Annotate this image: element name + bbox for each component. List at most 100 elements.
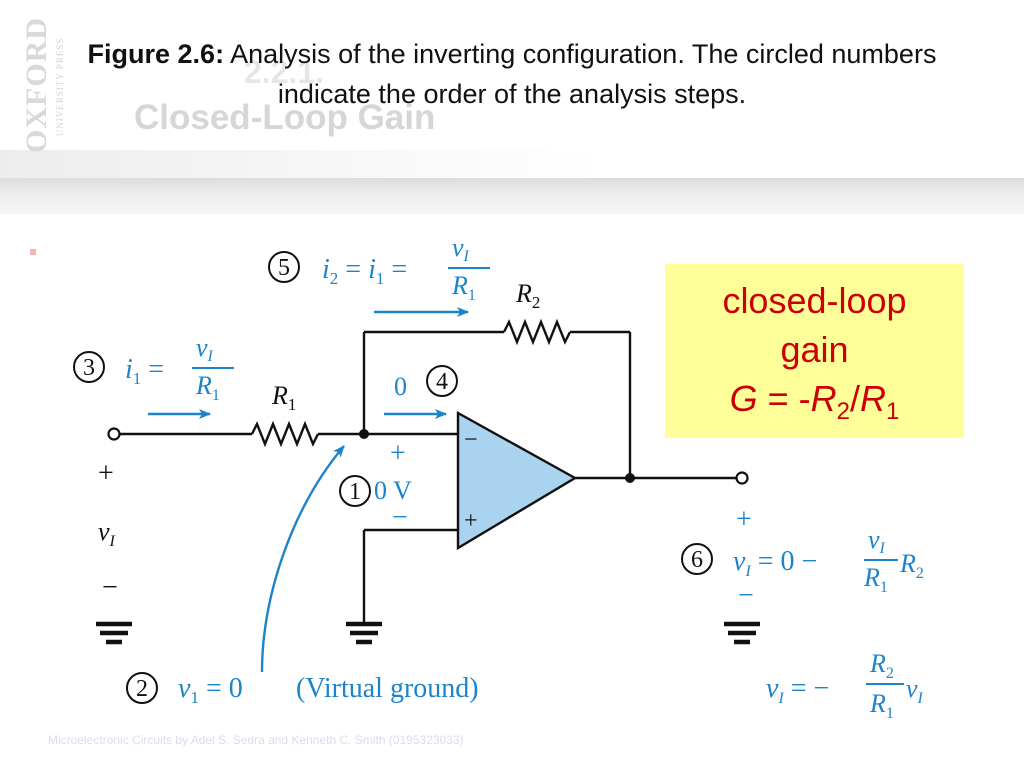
step-3-number: 3	[83, 355, 95, 381]
gain-G: G	[729, 378, 758, 419]
result-num: R2	[869, 649, 894, 682]
step5-i1-sub: 1	[376, 269, 385, 288]
output-terminal	[735, 471, 749, 485]
step-5-number: 5	[278, 255, 290, 281]
zero-volt-label: 0 V	[374, 476, 412, 505]
result-vI-letter: v	[906, 674, 918, 703]
result-mid: = −	[784, 673, 830, 704]
step2-sub: 1	[190, 688, 199, 707]
gain-slash: /	[850, 378, 861, 419]
step2-equation: v1 = 0	[178, 673, 243, 707]
step3-eq: =	[141, 354, 164, 385]
step3-num: vI	[196, 333, 214, 365]
step-6-number: 6	[691, 547, 703, 573]
circuit-wires	[120, 318, 736, 624]
gain-line2: gain	[780, 329, 849, 370]
step3-den-sub: 1	[212, 387, 220, 404]
step5-eq1: =	[338, 254, 368, 285]
resistor-r1	[250, 420, 320, 448]
step5-num: vI	[452, 233, 470, 265]
virtual-ground-arrow	[260, 445, 345, 673]
gain-R1-sub: 1	[886, 398, 900, 426]
inverting-node-dot	[359, 429, 369, 439]
result-sub: I	[777, 690, 784, 707]
step6-den: R1	[863, 563, 888, 596]
result-vI-sub: I	[917, 690, 924, 707]
opamp-plus-sign: +	[464, 508, 478, 534]
step5-equation: i2 = i1 =	[322, 254, 407, 288]
result-v: v	[766, 673, 779, 704]
result-num-sub: 2	[886, 665, 894, 682]
virtual-ground-label: (Virtual ground)	[296, 673, 479, 704]
step3-i1-sub: 1	[133, 369, 142, 388]
step5-num-sub: I	[463, 248, 470, 265]
header-band	[0, 178, 1024, 214]
caption-text: Analysis of the inverting configuration.…	[224, 39, 937, 109]
gain-R1: R	[860, 378, 887, 419]
step2-rhs: = 0	[199, 673, 243, 704]
step3-equation: i1 =	[125, 354, 164, 388]
closed-loop-gain-box: closed-loop gain G = -R2/R1	[665, 264, 964, 438]
step6-v: v	[733, 546, 746, 577]
step5-den: R1	[451, 271, 476, 304]
section-title: Closed-Loop Gain	[134, 98, 436, 137]
gain-equation: G = -R2/R1	[665, 374, 964, 436]
step5-i2: i	[322, 254, 330, 285]
result-equation: vI = −	[766, 673, 829, 707]
step3-den: R1	[195, 371, 220, 404]
output-node-dot	[625, 473, 635, 483]
step5-eq2: =	[384, 254, 407, 285]
zero-current-label: 0	[394, 372, 407, 401]
zero-volt-plus: +	[390, 438, 406, 469]
footer-credit: Microelectronic Circuits by Adel S. Sedr…	[48, 733, 464, 747]
step-1-circle	[339, 475, 371, 507]
r2-sub: 2	[532, 293, 541, 312]
step6-num-sub: I	[879, 540, 886, 557]
step6-equation: vI = 0 −	[733, 546, 817, 580]
step2-v: v	[178, 673, 191, 704]
step-4-circle	[426, 365, 458, 397]
step-2-circle	[126, 672, 158, 704]
section-number: 2.2.1.	[244, 54, 325, 90]
step6-r2-letter: R	[899, 549, 916, 578]
input-vI-label: vI	[98, 517, 116, 550]
opamp-minus-sign: −	[464, 427, 478, 453]
input-vI-letter: v	[98, 517, 110, 546]
step-6-circle	[681, 543, 713, 575]
step5-den-sub: 1	[468, 287, 476, 304]
step5-num-v: v	[452, 233, 464, 262]
r2-label: R2	[515, 279, 540, 312]
step6-num: vI	[868, 525, 886, 557]
result-den-R: R	[869, 689, 886, 718]
step6-sub: I	[744, 563, 751, 580]
step6-den-sub: 1	[880, 579, 888, 596]
result-num-R: R	[869, 649, 886, 678]
step-5-circle	[268, 251, 300, 283]
input-terminal	[107, 427, 121, 441]
r2-letter: R	[515, 279, 532, 308]
step3-den-R: R	[195, 371, 212, 400]
bullet-marker	[30, 249, 36, 255]
gain-R2-sub: 2	[836, 398, 850, 426]
step6-num-v: v	[868, 525, 880, 554]
input-vI-sub: I	[109, 533, 116, 550]
output-minus: −	[738, 580, 754, 611]
step5-i1: i	[368, 254, 376, 285]
opamp-triangle	[456, 410, 578, 551]
step-1-number: 1	[349, 479, 361, 505]
input-plus: +	[98, 458, 114, 489]
input-minus: −	[102, 572, 118, 603]
r1-sub: 1	[288, 395, 297, 414]
r1-letter: R	[271, 381, 288, 410]
zero-volt-minus: −	[392, 502, 408, 533]
step5-i2-sub: 2	[330, 269, 339, 288]
step6-r2-sub: 2	[916, 565, 924, 582]
header-fade	[0, 150, 600, 180]
result-den: R1	[869, 689, 894, 722]
step5-den-R: R	[451, 271, 468, 300]
step3-num-v: v	[196, 333, 208, 362]
gain-eq-mid: = -	[757, 378, 811, 419]
step-3-circle	[73, 351, 105, 383]
figure-caption: Figure 2.6: Analysis of the inverting co…	[60, 34, 964, 114]
